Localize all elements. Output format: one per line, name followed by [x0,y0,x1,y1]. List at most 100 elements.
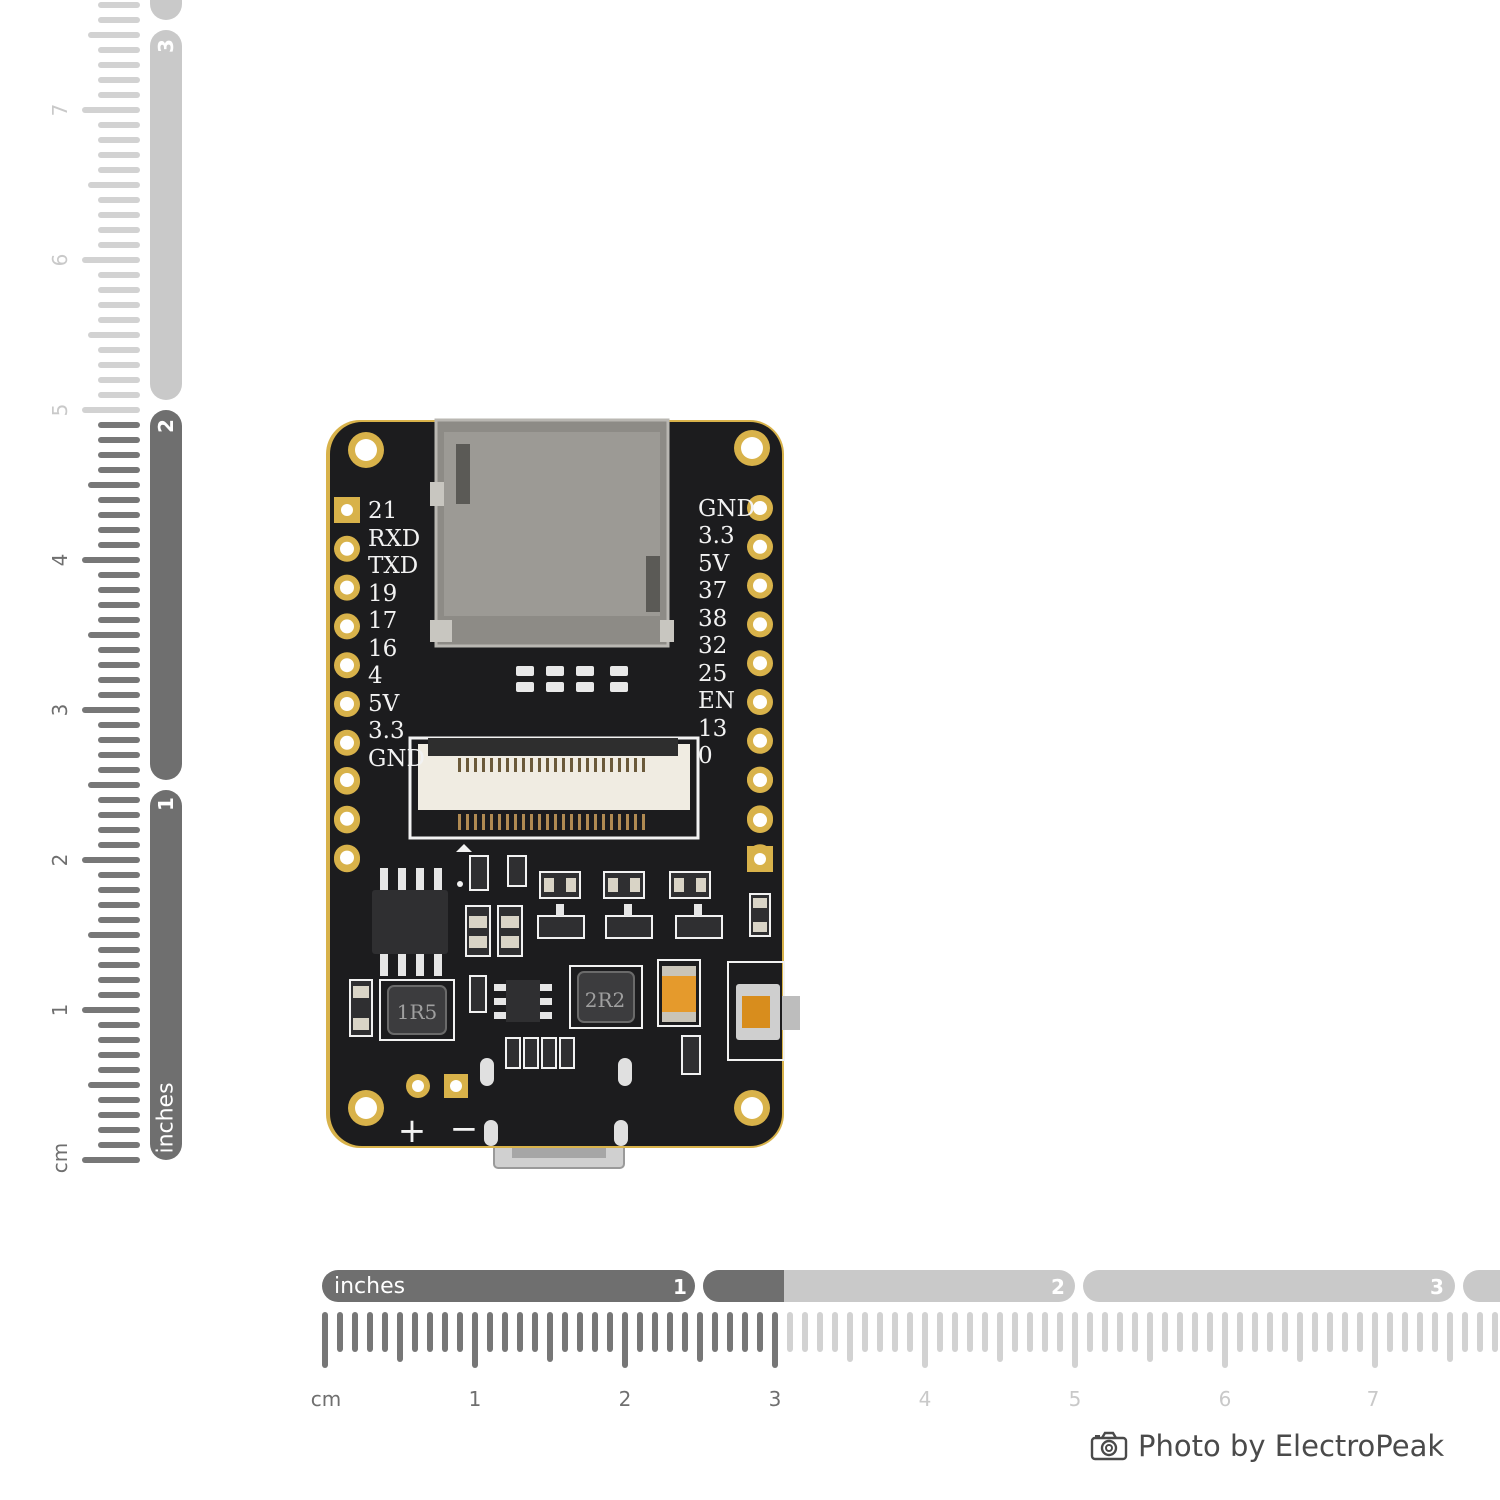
vertical-ruler-ticks [82,2,140,1163]
vertical-ruler-tick [98,662,140,668]
vertical-ruler-tick [98,872,140,878]
vertical-cm-unit: cm [48,1143,72,1173]
horizontal-inch-label-2: 2 [1051,1275,1065,1299]
horizontal-ruler-tick [697,1312,703,1362]
left-pin-label-21: 21 [368,498,397,524]
battery-minus-label: − [450,1109,479,1149]
fpc-pin-bottom [562,814,565,830]
vertical-ruler-tick [98,572,140,578]
inductor-right-label: 2R2 [585,988,626,1012]
sd-pads [516,666,628,692]
vertical-ruler-tick [88,1082,140,1088]
horizontal-ruler-tick [1282,1312,1288,1352]
fpc-pin-bottom [578,814,581,830]
vertical-ruler-tick [98,77,140,83]
right-header-pin-hole [753,773,767,787]
horizontal-ruler-tick [1192,1312,1198,1352]
horizontal-ruler-tick [322,1312,328,1368]
fpc-pin-top [642,758,645,772]
horizontal-ruler-tick [1312,1312,1318,1352]
left-pin-label-rxd: RXD [368,526,420,552]
inductor-left: 1R5 [379,979,455,1041]
fpc-pins [458,758,645,830]
right-header-pin-hole [753,656,767,671]
fpc-pin-bottom [610,814,613,830]
right-pin-labels: GND 3.3 5V 37 38 32 25 EN 13 0 [698,496,755,769]
fpc-pin-top [498,758,501,772]
right-pin-label-en: EN [698,688,735,714]
smd-pads-light [353,878,767,1030]
horizontal-ruler-tick [562,1312,568,1352]
horizontal-ruler-tick [1207,1312,1213,1352]
horizontal-ruler-tick [1147,1312,1153,1362]
left-header-pin-hole [340,811,354,826]
vertical-ruler-tick [98,737,140,743]
horizontal-ruler-tick [397,1312,403,1362]
fpc-pin-bottom [602,814,605,830]
fpc-pin-top [530,758,533,772]
inductor-left-label: 1R5 [397,1000,438,1024]
horizontal-ruler-tick [412,1312,418,1352]
fpc-pin-top [626,758,629,772]
horizontal-ruler-tick [1117,1312,1123,1352]
horizontal-ruler-tick [1162,1312,1168,1352]
fpc-pin-top [586,758,589,772]
fpc-pin-top [490,758,493,772]
left-pin-label-3v3: 3.3 [368,718,405,744]
horizontal-ruler-tick [712,1312,718,1352]
vertical-ruler-tick [98,122,140,128]
vertical-ruler-tick [98,797,140,803]
vertical-ruler-tick [98,1142,140,1148]
fpc-pin-bottom [634,814,637,830]
horizontal-cm-6: 6 [1219,1387,1232,1411]
vertical-cm-1: 1 [48,1004,72,1017]
vertical-ruler-tick [98,452,140,458]
vertical-inch-bar-2 [150,410,182,780]
horizontal-ruler-tick [517,1312,523,1352]
horizontal-ruler-tick [1357,1312,1363,1352]
left-pin-label-16: 16 [368,636,397,662]
horizontal-ruler-tick [1492,1312,1498,1352]
fpc-pin-bottom [482,814,485,830]
horizontal-cm-5: 5 [1069,1387,1082,1411]
fpc-pin-bottom [586,814,589,830]
horizontal-ruler-tick [592,1312,598,1352]
horizontal-ruler-tick [1297,1312,1303,1362]
vertical-ruler-tick [98,287,140,293]
horizontal-inch-bar-4 [1463,1270,1500,1302]
vertical-cm-3: 3 [48,704,72,717]
vertical-ruler: 3 2 1 inches cm 1 2 3 4 5 6 7 [48,0,182,1173]
mounting-holes-inner [355,437,763,1119]
inductor-right: 2R2 [569,965,643,1029]
horizontal-inch-bar-2-dark [703,1270,784,1302]
vertical-ruler-tick [98,1037,140,1043]
vertical-ruler-tick [98,302,140,308]
horizontal-ruler-tick [817,1312,823,1352]
vertical-ruler-tick [98,947,140,953]
vertical-ruler-tick [98,137,140,143]
fpc-pin-bottom [474,814,477,830]
left-header-pin-hole [340,850,354,865]
horizontal-ruler-tick [607,1312,613,1352]
vertical-ruler-tick [98,542,140,548]
fpc-pin-top [570,758,573,772]
right-header-pin-hole [753,539,767,554]
sd-card-slot [430,418,674,648]
horizontal-inch-bar-3 [1083,1270,1455,1302]
fpc-pin-top [522,758,525,772]
pcb-board: 21 RXD TXD 19 17 16 4 5V 3.3 GND GND 3.3… [326,418,800,1169]
fpc-pin-bottom [546,814,549,830]
horizontal-ruler-tick [1462,1312,1468,1352]
horizontal-cm-7: 7 [1367,1387,1380,1411]
vertical-inch-label-2: 2 [154,419,178,433]
horizontal-ruler-tick [727,1312,733,1352]
right-header-pin-hole [753,578,767,593]
horizontal-ruler-tick [337,1312,343,1352]
vertical-ruler-tick [98,977,140,983]
fpc-pin-bottom [618,814,621,830]
right-header-pin-hole [753,813,767,827]
vertical-ruler-tick [98,347,140,353]
vertical-ruler-tick [98,692,140,698]
fpc-pin-bottom [506,814,509,830]
vertical-ruler-tick [88,932,140,938]
